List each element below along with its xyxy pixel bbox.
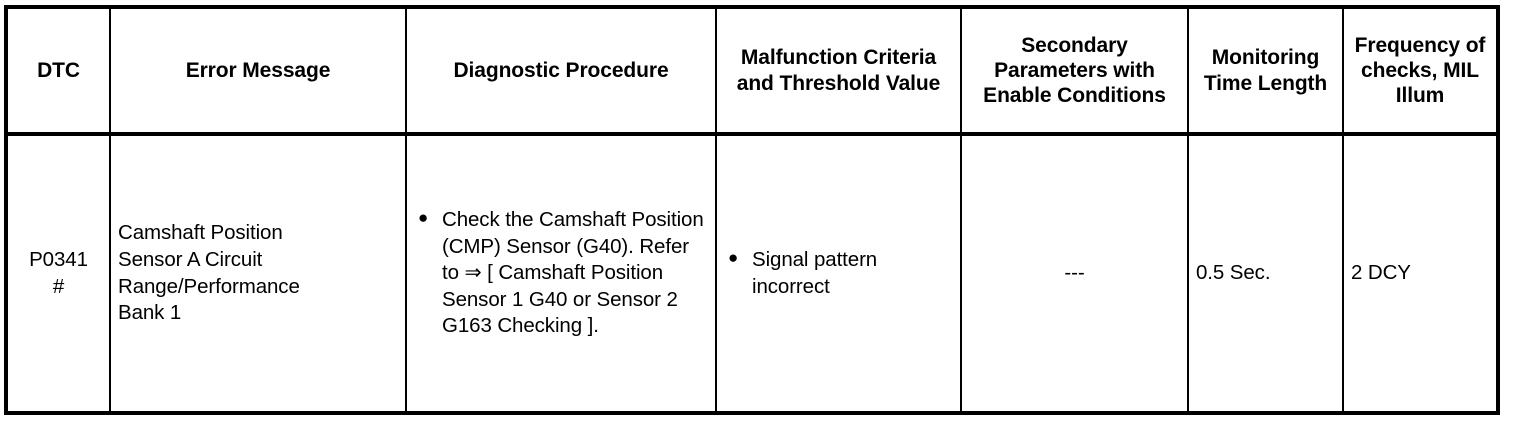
bullet-icon: ● xyxy=(418,207,429,227)
column-header-dtc: DTC xyxy=(6,7,111,136)
list-item: ● Check the Camshaft Position (CMP) Sens… xyxy=(414,207,708,340)
cell-secondary-parameters: --- xyxy=(961,134,1189,413)
cell-dtc: P0341 # xyxy=(6,134,111,413)
dtc-diagnostic-table: DTC Error Message Diagnostic Procedure M… xyxy=(4,5,1500,415)
header-row: DTC Error Message Diagnostic Procedure M… xyxy=(6,7,1498,136)
table-body: P0341 # Camshaft Position Sensor A Circu… xyxy=(6,134,1498,413)
malfunction-bullet-list: ● Signal pattern incorrect xyxy=(724,247,953,300)
diagnostic-bullet-list: ● Check the Camshaft Position (CMP) Sens… xyxy=(414,207,708,340)
column-header-monitoring-time-length: Monitoring Time Length xyxy=(1188,7,1344,136)
column-header-secondary-parameters: Secondary Parameters with Enable Conditi… xyxy=(961,7,1189,136)
cell-frequency-of-checks: 2 DCY xyxy=(1351,261,1411,285)
list-item: ● Signal pattern incorrect xyxy=(724,247,953,300)
column-header-frequency-of-checks: Frequency of checks, MIL Illum xyxy=(1343,7,1498,136)
table-header: DTC Error Message Diagnostic Procedure M… xyxy=(6,7,1498,136)
cell-diagnostic-procedure: ● Check the Camshaft Position (CMP) Sens… xyxy=(406,134,717,413)
cell-malfunction-criteria: ● Signal pattern incorrect xyxy=(716,134,962,413)
cell-monitoring-time-length: 0.5 Sec. xyxy=(1188,134,1344,413)
list-item-label: Check the Camshaft Position (CMP) Sensor… xyxy=(442,207,704,338)
list-item-label: Signal pattern incorrect xyxy=(752,247,878,298)
column-header-malfunction-criteria: Malfunction Criteria and Threshold Value xyxy=(716,7,962,136)
column-header-error-message: Error Message xyxy=(110,7,407,136)
column-header-diagnostic-procedure: Diagnostic Procedure xyxy=(406,7,717,136)
table-row: P0341 # Camshaft Position Sensor A Circu… xyxy=(6,134,1498,413)
bullet-icon: ● xyxy=(728,247,739,267)
cell-error-message: Camshaft Position Sensor A Circuit Range… xyxy=(110,134,407,413)
